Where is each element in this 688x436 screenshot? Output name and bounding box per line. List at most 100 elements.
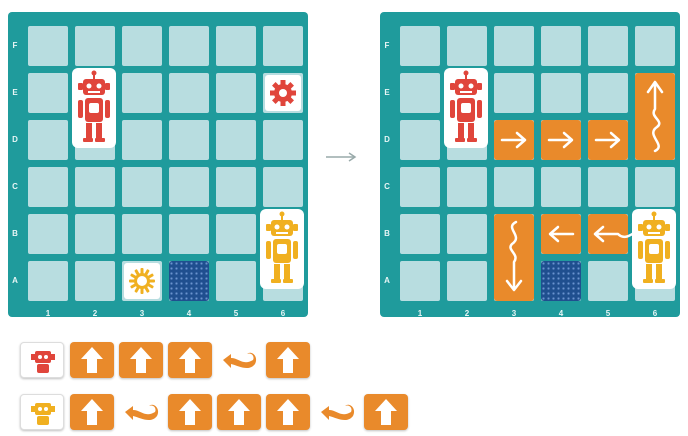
board-cell [28, 120, 68, 160]
board-cell [263, 120, 303, 160]
turn-card[interactable] [217, 342, 261, 378]
board-cell [75, 167, 115, 207]
board-cell [122, 26, 162, 66]
arrow-up-icon [364, 394, 408, 430]
board-cell [400, 73, 440, 113]
sun-icon [124, 263, 160, 299]
arrow-up-icon [70, 342, 114, 378]
board-cell [541, 73, 581, 113]
board-cell [263, 167, 303, 207]
row-label: A [8, 276, 22, 285]
board-cell [216, 73, 256, 113]
turn-arrow-icon [217, 342, 261, 378]
board-cell [494, 26, 534, 66]
arrow-up-icon [119, 342, 163, 378]
move-forward-card[interactable] [70, 394, 114, 430]
board-cell [75, 214, 115, 254]
path-tile-right [588, 120, 628, 160]
path-tile-down-turn [494, 214, 534, 301]
gear-icon [265, 75, 301, 111]
arrow-up-icon [266, 342, 310, 378]
move-forward-card[interactable] [266, 394, 310, 430]
column-label: 6 [635, 309, 675, 318]
board-cell [400, 261, 440, 301]
board-cell [447, 26, 487, 66]
column-label: 2 [75, 309, 115, 318]
row-label: E [380, 88, 394, 97]
column-label: 2 [447, 309, 487, 318]
board-cell [400, 214, 440, 254]
red-robot-icon [71, 67, 117, 149]
board-cell [28, 214, 68, 254]
board-cell [447, 214, 487, 254]
turn-card[interactable] [119, 394, 163, 430]
board-cell [216, 26, 256, 66]
board-cell [588, 26, 628, 66]
blue-water-tile [541, 261, 581, 301]
board-cell [75, 261, 115, 301]
board-cell [541, 167, 581, 207]
path-tile-right [494, 120, 534, 160]
column-label: 4 [541, 309, 581, 318]
board-cell [447, 167, 487, 207]
board-cell [400, 167, 440, 207]
column-label: 3 [494, 309, 534, 318]
column-label: 1 [400, 309, 440, 318]
board-cell [216, 120, 256, 160]
board-cell [216, 261, 256, 301]
turn-arrow-icon [315, 394, 359, 430]
move-forward-card[interactable] [364, 394, 408, 430]
path-tile-up-turn [635, 73, 675, 160]
board-cell [122, 73, 162, 113]
arrow-up-icon [168, 342, 212, 378]
column-label: 1 [28, 309, 68, 318]
board-cell [216, 167, 256, 207]
row-label: B [8, 229, 22, 238]
board-cell [28, 261, 68, 301]
column-label: 4 [169, 309, 209, 318]
board-cell [494, 73, 534, 113]
row-label: C [380, 182, 394, 191]
row-label: A [380, 276, 394, 285]
move-forward-card[interactable] [168, 394, 212, 430]
board-cell [169, 214, 209, 254]
arrow-up-icon [266, 394, 310, 430]
path-tile-right [541, 120, 581, 160]
board-cell [75, 26, 115, 66]
board-cell [28, 73, 68, 113]
board-cell [447, 261, 487, 301]
board-cell [635, 167, 675, 207]
board-cell [588, 73, 628, 113]
turn-arrow-icon [119, 394, 163, 430]
board-cell [494, 167, 534, 207]
board-cell [635, 26, 675, 66]
red-robot-program-icon [20, 342, 64, 378]
turn-card[interactable] [315, 394, 359, 430]
transition-arrow-icon [324, 150, 360, 164]
board-cell [169, 73, 209, 113]
board-cell [122, 167, 162, 207]
move-forward-card[interactable] [168, 342, 212, 378]
yellow-robot-program-icon [20, 394, 64, 430]
red-robot-icon [443, 67, 489, 149]
move-forward-card[interactable] [119, 342, 163, 378]
board-cell [400, 120, 440, 160]
board-cell [169, 167, 209, 207]
arrow-up-icon [217, 394, 261, 430]
column-label: 6 [263, 309, 303, 318]
board-cell [122, 214, 162, 254]
board-cell [28, 26, 68, 66]
board-cell [122, 120, 162, 160]
move-forward-card[interactable] [266, 342, 310, 378]
board-cell [588, 261, 628, 301]
row-label: D [8, 135, 22, 144]
column-label: 3 [122, 309, 162, 318]
move-forward-card[interactable] [217, 394, 261, 430]
move-forward-card[interactable] [70, 342, 114, 378]
row-label: C [8, 182, 22, 191]
arrow-up-icon [168, 394, 212, 430]
board-cell [28, 167, 68, 207]
board-cell [169, 120, 209, 160]
